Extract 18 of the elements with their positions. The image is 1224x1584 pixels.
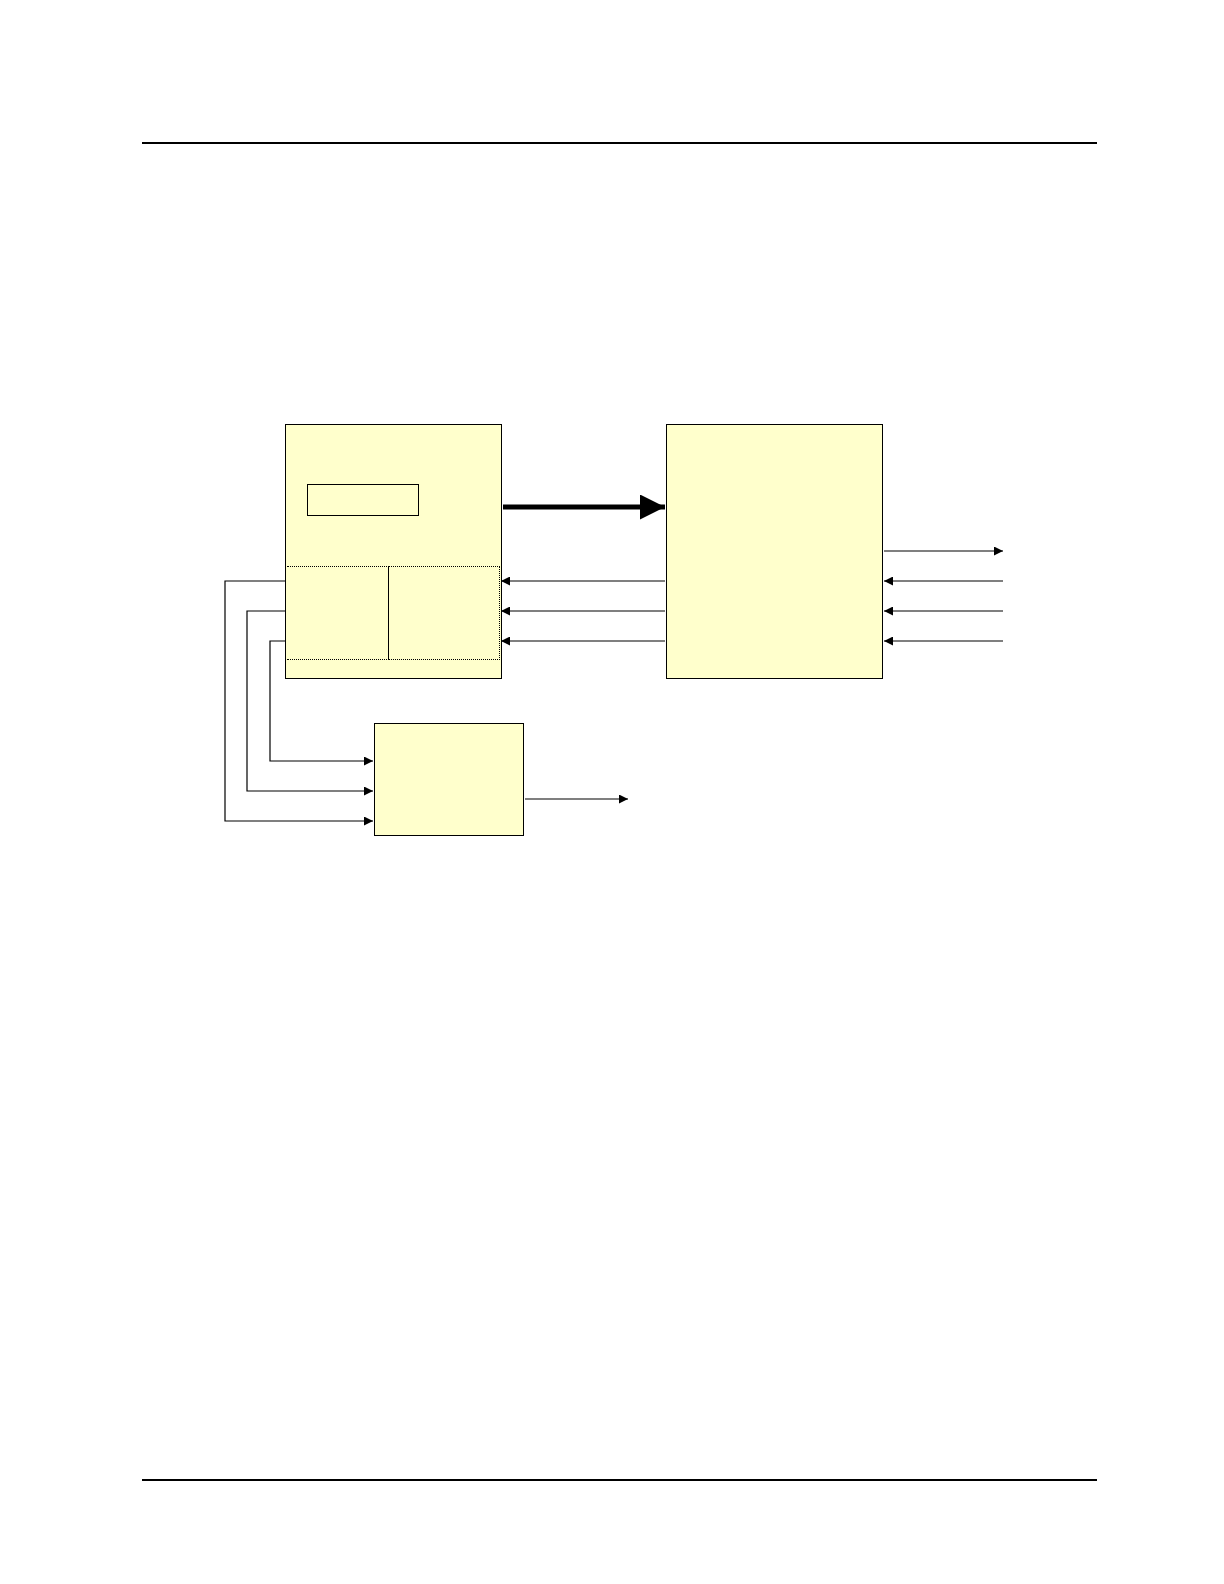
arrow — [503, 494, 665, 520]
arrow — [883, 546, 1004, 556]
arrow — [524, 794, 629, 804]
arrow — [500, 606, 666, 616]
arrow — [883, 636, 1004, 646]
block-box — [388, 565, 500, 660]
block-box — [285, 424, 502, 679]
arrow — [883, 606, 1004, 616]
arrow — [883, 576, 1004, 586]
block-box — [666, 424, 883, 679]
arrow — [500, 576, 666, 586]
block-box — [286, 565, 389, 660]
arrow — [224, 580, 374, 826]
block-box — [374, 723, 524, 836]
arrow — [246, 610, 374, 796]
block-box — [306, 483, 419, 516]
arrow — [269, 640, 374, 766]
arrow — [500, 636, 666, 646]
